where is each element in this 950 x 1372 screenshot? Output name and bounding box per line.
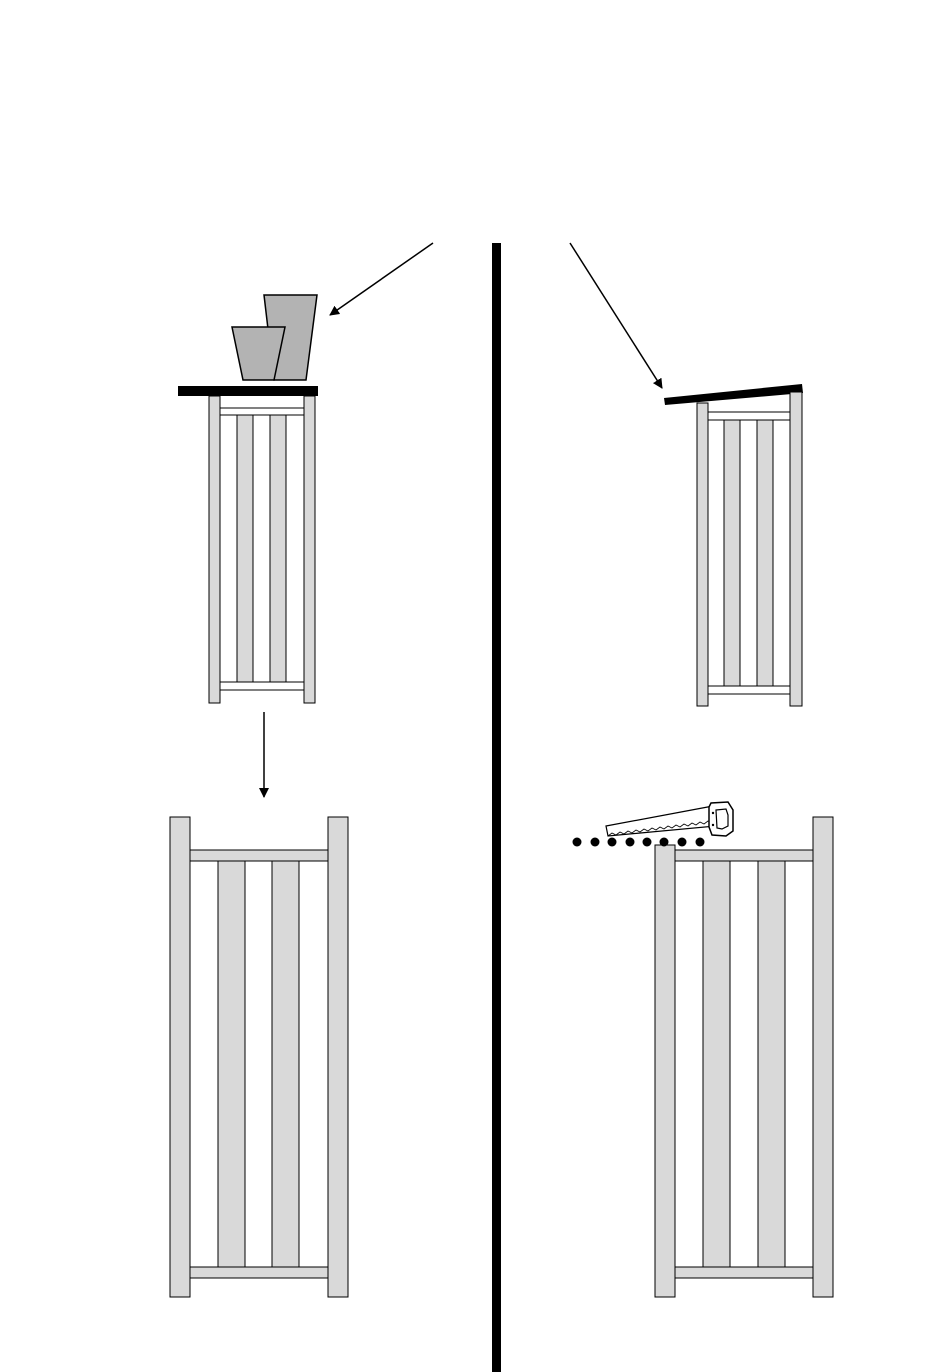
stand-bottom-rail <box>708 686 790 694</box>
arrow-icon <box>570 243 662 388</box>
arrow-icon <box>330 243 433 315</box>
stand-top-rail <box>190 850 328 861</box>
saw-icon <box>606 802 733 836</box>
stand-slat <box>724 420 740 686</box>
stand-top-rail <box>675 850 813 861</box>
stand-slat <box>218 861 245 1267</box>
stand-leg-right <box>813 817 833 1297</box>
stand-with-sloped-top <box>664 384 803 706</box>
stand-bottom-rail <box>220 682 304 690</box>
stand-slat <box>272 861 299 1267</box>
stand-leg-left <box>209 396 220 703</box>
enlarged-stand-left <box>170 817 348 1297</box>
stand-leg-left <box>170 817 190 1297</box>
stand-slat <box>237 415 253 682</box>
stand-leg-right <box>304 396 315 703</box>
stand-leg-left <box>655 845 675 1297</box>
stand-leg-right <box>328 817 348 1297</box>
stand-leg-left <box>697 403 708 706</box>
stand-slat <box>703 861 730 1267</box>
center-divider <box>492 243 501 1372</box>
stand-top-rail <box>708 412 790 420</box>
stand-slat <box>758 861 785 1267</box>
stand-bottom-rail <box>675 1267 813 1278</box>
stand-slat <box>757 420 773 686</box>
cut-line <box>573 838 705 847</box>
stand-leg-right <box>790 392 802 706</box>
stand-bottom-rail <box>190 1267 328 1278</box>
flat-top-board <box>178 386 318 396</box>
stand-slat <box>270 415 286 682</box>
stand-top-rail <box>220 408 304 415</box>
enlarged-stand-right <box>655 817 833 1297</box>
stand-with-pots <box>178 295 318 703</box>
sloped-top-board <box>664 384 803 405</box>
